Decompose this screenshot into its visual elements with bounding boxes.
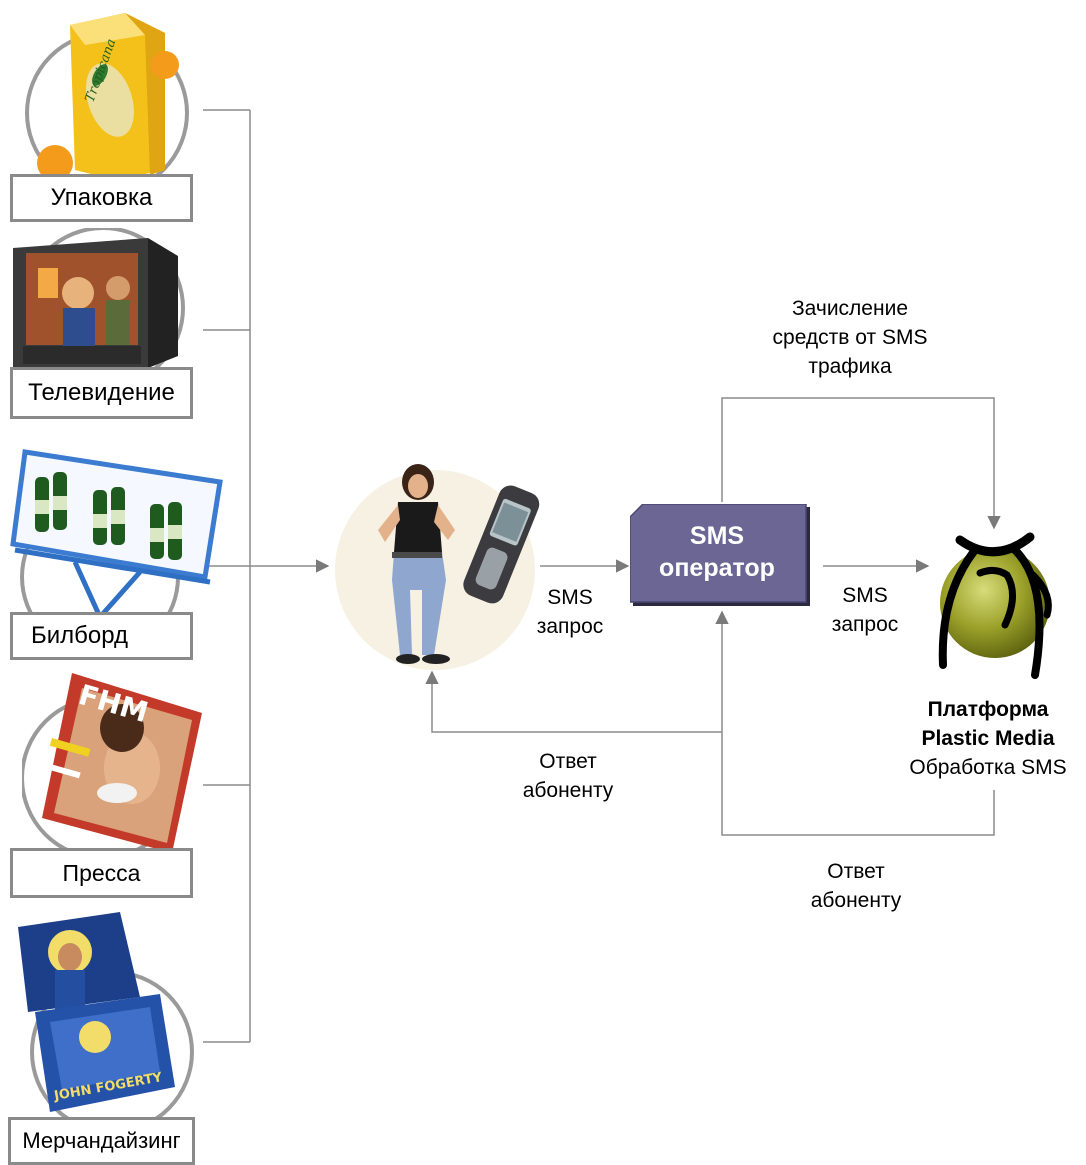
platform-subtitle: Обработка SMS (909, 756, 1067, 779)
operator-line-2: оператор (659, 554, 775, 582)
merch-image: JOHN FOGERTY (18, 912, 194, 1127)
magazine-image: FHM (22, 673, 202, 853)
reply-arrow-to-subscriber (425, 670, 722, 733)
tv-image (13, 228, 185, 388)
operator-line-1: SMS (689, 522, 745, 550)
platform-name: Plastic Media (921, 727, 1055, 750)
media-label-press: Пресса (10, 848, 193, 898)
sms-operator-box (630, 504, 810, 606)
billboard-image (10, 449, 223, 632)
platform-title: Платформа (927, 698, 1049, 721)
plastic-media-logo (938, 532, 1052, 679)
platform-label: Платформа Plastic Media Обработка SMS (893, 695, 1083, 782)
media-label-tv: Телевидение (10, 367, 193, 419)
packaging-image: Tropicana (25, 13, 189, 185)
media-label-packaging: Упаковка (10, 174, 193, 222)
subscriber-image (335, 464, 540, 670)
credit-arrow (721, 397, 1001, 530)
media-label-billboard: Билборд (10, 612, 193, 660)
media-label-merch: Мерчандайзинг (8, 1117, 195, 1165)
media-bracket (203, 109, 251, 1043)
reply-arrow-to-operator (715, 610, 995, 836)
